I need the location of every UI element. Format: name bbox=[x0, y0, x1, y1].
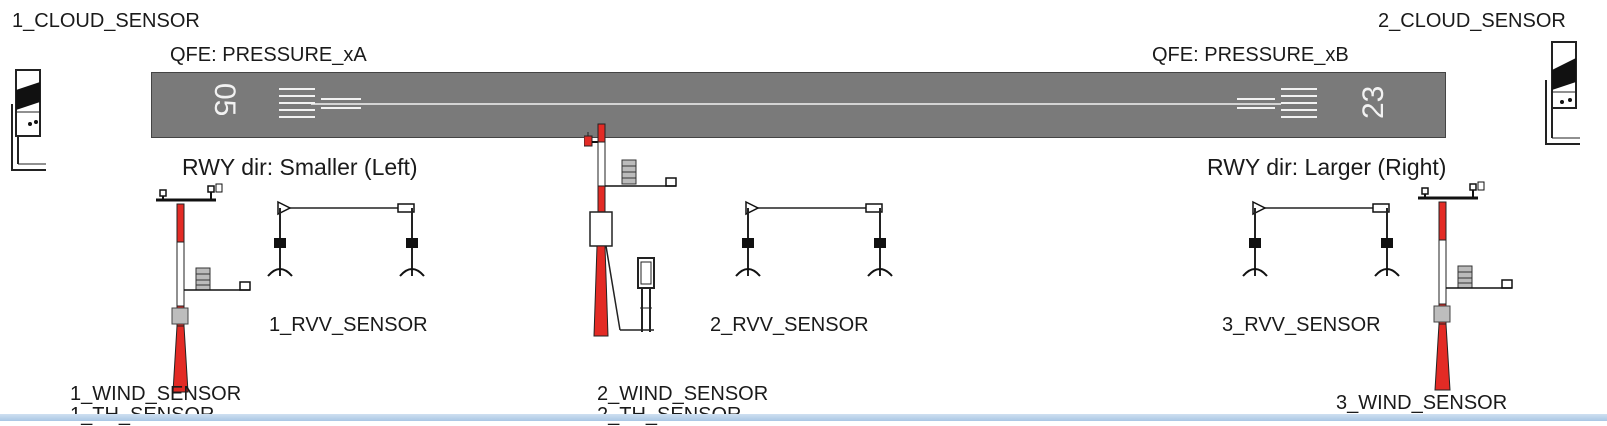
rvv-sensor-2-label: 2_RVV_SENSOR bbox=[710, 314, 869, 336]
qfe-pressure-a-label[interactable]: QFE: PRESSURE_xA bbox=[170, 44, 367, 66]
cloud-sensor-2-label: 2_CLOUD_SENSOR bbox=[1378, 10, 1566, 32]
runway-direction-left-label: RWY dir: Smaller (Left) bbox=[182, 154, 418, 180]
rvv-sensor-3-label: 3_RVV_SENSOR bbox=[1222, 314, 1381, 336]
runway-markings bbox=[279, 88, 1317, 118]
cloud-sensor-1-icon[interactable] bbox=[8, 66, 50, 176]
rvv-sensor-2-icon[interactable] bbox=[730, 196, 898, 286]
runway-number-right: 23 bbox=[1357, 85, 1390, 119]
runway-direction-right-label: RWY dir: Larger (Right) bbox=[1207, 154, 1447, 180]
runway bbox=[151, 72, 1446, 138]
rvv-sensor-1-label: 1_RVV_SENSOR bbox=[269, 314, 428, 336]
wind-sensor-3-label: 3_WIND_SENSOR bbox=[1336, 392, 1508, 414]
wind-sensor-2-label: 2_WIND_SENSOR bbox=[597, 383, 769, 405]
wind-sensor-3-mast-icon[interactable] bbox=[1412, 180, 1552, 394]
rvv-sensor-1-icon[interactable] bbox=[262, 196, 430, 286]
wind-sensor-2-mast-icon[interactable] bbox=[584, 122, 694, 342]
cloud-sensor-2-icon[interactable] bbox=[1542, 40, 1584, 150]
wind-sensor-1-mast-icon[interactable] bbox=[150, 182, 260, 396]
bottom-panel-edge bbox=[0, 414, 1607, 421]
wind-sensor-1-label: 1_WIND_SENSOR bbox=[70, 383, 242, 405]
rvv-sensor-3-icon[interactable] bbox=[1237, 196, 1405, 286]
qfe-pressure-b-label[interactable]: QFE: PRESSURE_xB bbox=[1152, 44, 1349, 66]
runway-number-left: 05 bbox=[208, 83, 241, 117]
cloud-sensor-1-label: 1_CLOUD_SENSOR bbox=[12, 10, 200, 32]
